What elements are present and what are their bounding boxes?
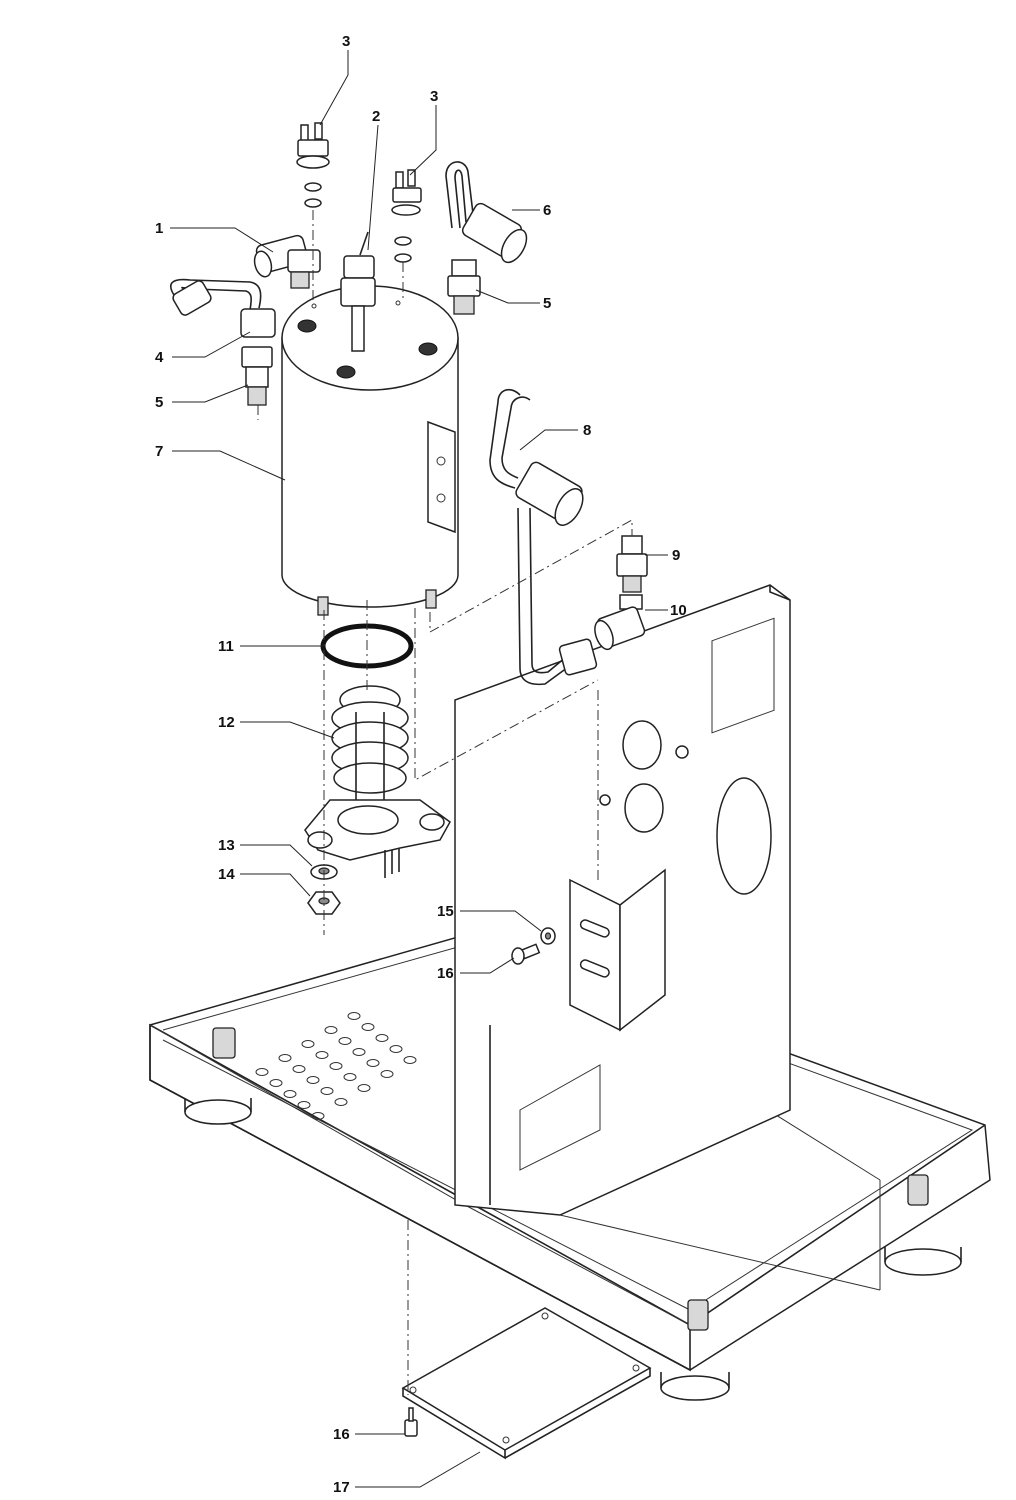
vent-hole (357, 1084, 371, 1092)
level-probe-2 (340, 231, 376, 352)
callout-5-right: 5 (543, 295, 551, 312)
heating-element-12 (304, 685, 451, 878)
vent-hole (380, 1070, 394, 1078)
vent-hole (352, 1048, 366, 1056)
vent-hole (334, 1098, 348, 1106)
callout-5-left: 5 (155, 394, 163, 411)
assembly-axis-lines (257, 210, 633, 1395)
vent-hole (338, 1037, 352, 1045)
vent-hole (278, 1054, 292, 1062)
boiler-7 (281, 285, 459, 616)
tray-vent-holes (255, 1012, 417, 1120)
fitting-5-left (241, 346, 273, 406)
vent-hole (361, 1023, 375, 1031)
callout-2: 2 (372, 108, 380, 125)
callout-14: 14 (218, 866, 235, 883)
callout-labels: 1 2 3 3 4 5 5 6 7 8 9 10 11 12 13 14 15 … (155, 33, 687, 1496)
callout-1: 1 (155, 220, 163, 237)
vent-hole (255, 1068, 269, 1076)
vent-hole (320, 1087, 334, 1095)
callout-12: 12 (218, 714, 235, 731)
vent-hole (292, 1065, 306, 1073)
callout-3-right: 3 (430, 88, 438, 105)
callout-9: 9 (672, 547, 680, 564)
callout-7: 7 (155, 443, 163, 460)
leader-lines (170, 50, 668, 1488)
callout-15: 15 (437, 903, 454, 920)
callout-13: 13 (218, 837, 235, 854)
callout-10: 10 (670, 602, 687, 619)
vent-hole (403, 1056, 417, 1064)
callout-4: 4 (155, 349, 164, 366)
vent-hole (311, 1112, 325, 1120)
screw-16 (511, 943, 541, 965)
vent-hole (301, 1040, 315, 1048)
callout-3-left: 3 (342, 33, 350, 50)
screw-16-bottom (404, 1407, 418, 1437)
vent-hole (389, 1045, 403, 1053)
bottom-plate-17 (401, 1307, 652, 1460)
steam-pipe-4 (170, 278, 276, 338)
washer-15 (540, 927, 556, 945)
vent-hole (297, 1101, 311, 1109)
vent-hole (347, 1012, 361, 1020)
chassis-frame (149, 584, 991, 1401)
vent-hole (324, 1026, 338, 1034)
bracket (569, 868, 666, 1032)
vent-hole (315, 1051, 329, 1059)
vent-hole (343, 1073, 357, 1081)
callout-11: 11 (218, 638, 234, 655)
callout-16-bracket: 16 (437, 965, 454, 982)
vent-hole (375, 1034, 389, 1042)
elbow-fitting-1 (253, 234, 321, 289)
vent-hole (329, 1062, 343, 1070)
callout-16-bottom: 16 (333, 1426, 350, 1443)
vent-hole (283, 1090, 297, 1098)
callout-8: 8 (583, 422, 591, 439)
fitting-9 (616, 535, 648, 593)
vent-hole (269, 1079, 283, 1087)
vent-hole (366, 1059, 380, 1067)
elbow-fitting-10 (594, 594, 646, 651)
vent-hole (306, 1076, 320, 1084)
pipe-6 (445, 161, 528, 264)
callout-17: 17 (333, 1479, 350, 1496)
pressure-switch-3-right (391, 169, 422, 263)
callout-6: 6 (543, 202, 551, 219)
fitting-5-right (447, 259, 481, 315)
pipe-8 (489, 388, 598, 686)
pressure-switch-3-left (296, 122, 330, 208)
